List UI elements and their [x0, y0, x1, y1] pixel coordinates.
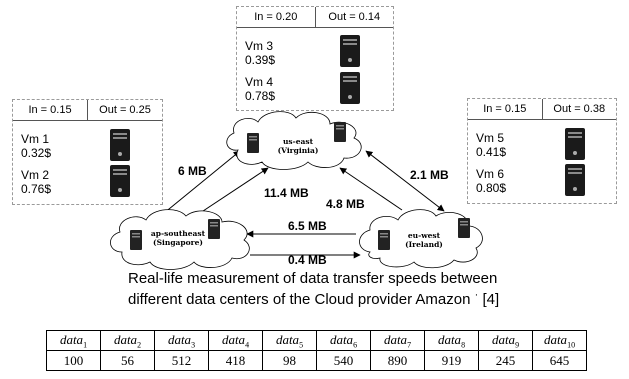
cloud-label-eu-west: eu-west (Ireland): [392, 231, 456, 249]
table-cell: 245: [478, 350, 533, 371]
cloud-server-icon: [458, 218, 470, 238]
vm-price: 0.76$: [21, 182, 52, 196]
link-label: 6 MB: [178, 164, 207, 178]
cloud-us-east: [226, 111, 362, 170]
table-header-cell: data7: [370, 330, 425, 351]
caption-text: Real-life measurement of data transfer s…: [128, 270, 498, 308]
table-header-cell: data8: [424, 330, 479, 351]
vm-price: 0.32$: [21, 146, 52, 160]
server-icon: [340, 35, 360, 67]
link-arrow-useast-euwest: [365, 150, 445, 212]
out-price: Out = 0.14: [328, 11, 381, 23]
cloud-location: (Singapore): [153, 238, 203, 247]
link-arrow-euwest-useast: [339, 167, 403, 211]
vm-entry: Vm 6 0.80$: [476, 167, 506, 195]
table-cell: 540: [316, 350, 371, 371]
table-header-cell: data4: [208, 330, 263, 351]
caption-dot: ·: [474, 289, 479, 301]
cloud-location: (Ireland): [405, 240, 443, 249]
vm-entry: Vm 4 0.78$: [245, 75, 275, 103]
vm-price: 0.39$: [245, 53, 276, 67]
server-icon: [340, 72, 360, 104]
cloud-name: us-east: [282, 137, 314, 146]
link-label: 0.4 MB: [288, 253, 327, 267]
cloud-location: (Virginia): [277, 146, 319, 155]
vm-price: 0.78$: [245, 89, 276, 103]
table-cell: 512: [154, 350, 209, 371]
server-icon: [565, 164, 585, 196]
cloud-label-ap-southeast: ap-southeast (Singapore): [146, 229, 210, 247]
table-cell: 645: [532, 350, 587, 371]
table-cell: 98: [262, 350, 317, 371]
table-cell: 919: [424, 350, 479, 371]
data-table: data1 data2 data3 data4 data5 data6 data…: [46, 330, 587, 371]
figure-caption: Real-life measurement of data transfer s…: [128, 270, 528, 308]
cloud-server-icon: [334, 122, 346, 142]
out-price: Out = 0.25: [99, 104, 151, 116]
cloud-server-icon: [247, 133, 259, 153]
cloud-eu-west: [359, 209, 483, 269]
vm-name: Vm 4: [245, 75, 274, 89]
vm-entry: Vm 2 0.76$: [21, 168, 51, 196]
server-icon: [565, 128, 585, 160]
table-header-cell: data1: [46, 330, 101, 351]
price-box-eu-west: In = 0.15 Out = 0.38 Vm 5 0.41$ Vm 6 0.8…: [467, 98, 617, 204]
price-box-header: In = 0.15 Out = 0.25: [13, 100, 162, 121]
table-header-row: data1 data2 data3 data4 data5 data6 data…: [46, 330, 587, 351]
table-cell: 890: [370, 350, 425, 371]
vm-name: Vm 2: [21, 168, 50, 182]
link-label: 11.4 MB: [264, 186, 309, 200]
table-header-cell: data2: [100, 330, 155, 351]
price-box-us-east: In = 0.20 Out = 0.14 Vm 3 0.39$ Vm 4 0.7…: [236, 6, 394, 111]
cloud-server-icon: [378, 230, 390, 250]
price-box-header: In = 0.15 Out = 0.38: [468, 99, 616, 120]
cloud-label-us-east: us-east (Virginia): [266, 137, 330, 155]
server-icon: [110, 165, 130, 197]
vm-price: 0.41$: [476, 145, 507, 159]
cloud-name: eu-west: [407, 231, 441, 240]
vm-name: Vm 5: [476, 131, 505, 145]
cloud-name: ap-southeast: [150, 229, 206, 238]
table-cell: 100: [46, 350, 101, 371]
vm-entry: Vm 5 0.41$: [476, 131, 506, 159]
table-header-cell: data3: [154, 330, 209, 351]
vm-name: Vm 6: [476, 167, 505, 181]
table-cell: 418: [208, 350, 263, 371]
vm-name: Vm 3: [245, 39, 274, 53]
vm-price: 0.80$: [476, 181, 507, 195]
link-arrow-apsoutheast-useast: [196, 167, 269, 216]
price-box-ap-southeast: In = 0.15 Out = 0.25 Vm 1 0.32$ Vm 2 0.7…: [12, 99, 163, 205]
table-cell: 56: [100, 350, 155, 371]
in-price: In = 0.20: [237, 7, 316, 27]
cloud-server-icon: [130, 230, 142, 250]
table-header-cell: data5: [262, 330, 317, 351]
vm-entry: Vm 3 0.39$: [245, 39, 275, 67]
table-header-cell: data10: [532, 330, 587, 351]
cloud-server-icon: [208, 219, 220, 239]
table-header-cell: data9: [478, 330, 533, 351]
out-price: Out = 0.38: [553, 103, 606, 115]
caption-reference: [4]: [482, 291, 500, 308]
vm-name: Vm 1: [21, 132, 50, 146]
in-price: In = 0.15: [13, 100, 88, 120]
link-arrow-useast-apsoutheast: [157, 150, 241, 219]
table-header-cell: data6: [316, 330, 371, 351]
link-label: 6.5 MB: [288, 219, 327, 233]
link-label: 2.1 MB: [410, 168, 449, 182]
server-icon: [110, 129, 130, 161]
vm-entry: Vm 1 0.32$: [21, 132, 51, 160]
table-row: 100 56 512 418 98 540 890 919 245 645: [46, 350, 587, 371]
in-price: In = 0.15: [468, 99, 543, 119]
price-box-header: In = 0.20 Out = 0.14: [237, 7, 393, 28]
link-label: 4.8 MB: [326, 197, 365, 211]
